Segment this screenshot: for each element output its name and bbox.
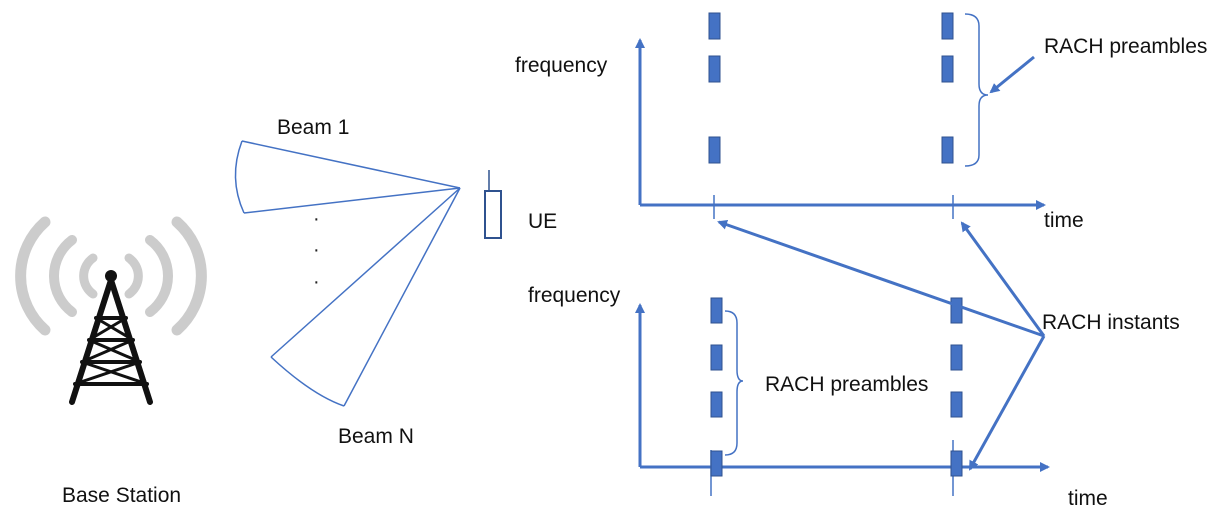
top-chart-x-label: time (1044, 209, 1084, 232)
beam-ellipsis-dot: · (313, 239, 320, 261)
bottom-chart-preamble-label: RACH preambles (765, 373, 928, 396)
rach-instant-arrow (960, 221, 1046, 337)
preamble-block (941, 136, 954, 164)
preamble-block (950, 450, 963, 477)
bottom-chart-y-label: frequency (528, 284, 621, 307)
top-chart-preamble-brace (964, 13, 989, 167)
preamble-block (710, 344, 723, 371)
bottom-chart-preamble-brace (724, 310, 744, 456)
phone-rect-icon (484, 190, 502, 239)
beam-n (270, 187, 461, 407)
preamble-block (950, 344, 963, 371)
bottom-chart-instant-1 (710, 297, 723, 477)
beam-ellipsis-dot: · (313, 208, 320, 230)
preamble-block (941, 55, 954, 83)
preamble-block (710, 297, 723, 324)
bottom-chart-instant-2 (950, 297, 963, 477)
beam-1 (234, 140, 461, 214)
rach-instants-callout: RACH instants (717, 219, 1180, 471)
beam-ellipsis-dot: · (313, 271, 320, 293)
bottom-chart-x-label: time (1068, 487, 1108, 510)
top-chart-preamble-label: RACH preambles (1044, 35, 1207, 58)
ue-label: UE (528, 210, 557, 233)
preamble-block (708, 136, 721, 164)
rach-instant-arrow (717, 219, 1045, 338)
preamble-block (710, 391, 723, 418)
bottom-chart: frequency time RACH preambles (528, 284, 1108, 510)
base-station-label: Base Station (62, 484, 181, 507)
beam-ellipsis: · · · (313, 208, 320, 293)
preamble-block (950, 391, 963, 418)
top-chart: frequency time RACH preambles (515, 12, 1207, 232)
tower-icon (69, 270, 153, 405)
signal-waves-icon (15, 216, 207, 336)
rach-instant-arrow (968, 335, 1046, 471)
top-chart-instant-2 (941, 12, 954, 164)
beams (234, 140, 461, 407)
preamble-block (710, 450, 723, 477)
preamble-block (708, 12, 721, 40)
top-chart-instant-1 (708, 12, 721, 164)
ue: UE (484, 170, 557, 239)
preamble-block (941, 12, 954, 40)
rach-instants-label: RACH instants (1042, 311, 1180, 334)
preamble-block (708, 55, 721, 83)
top-chart-preamble-arrow (989, 55, 1035, 94)
beam-n-label: Beam N (338, 425, 414, 448)
preamble-block (950, 297, 963, 324)
base-station: Base Station (15, 216, 207, 507)
top-chart-y-label: frequency (515, 54, 608, 77)
beam-1-label: Beam 1 (277, 116, 349, 139)
